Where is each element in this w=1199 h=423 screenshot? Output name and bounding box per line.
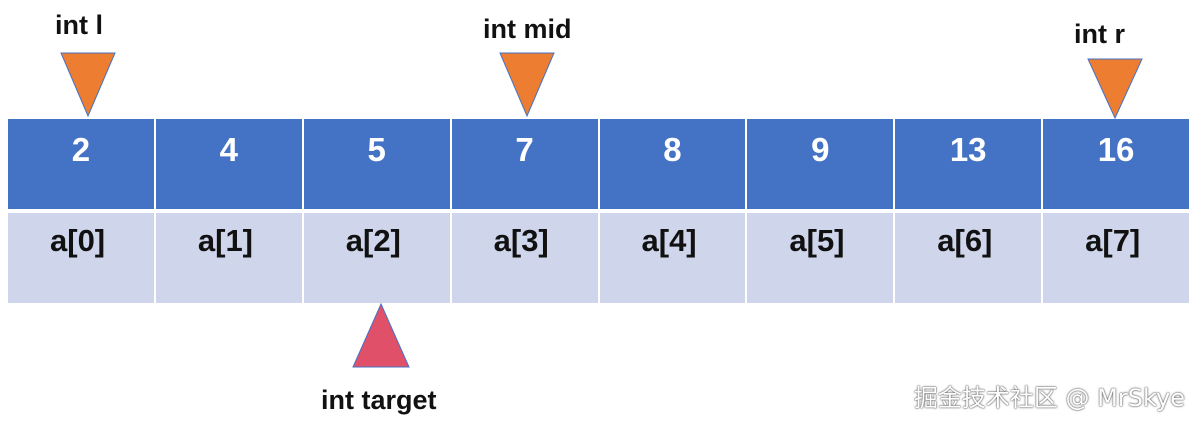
index-cell: a[6] <box>893 213 1042 303</box>
value-cell: 13 <box>893 119 1042 209</box>
target-label: int target <box>321 385 437 415</box>
value-row: 2 4 5 7 8 9 13 16 <box>8 119 1189 209</box>
value-cell: 9 <box>745 119 894 209</box>
value-cell: 16 <box>1041 119 1189 209</box>
value-cell: 7 <box>449 119 598 209</box>
array: 2 4 5 7 8 9 13 16 a[0] a[1] a[2] a[3] a[… <box>8 119 1189 303</box>
pointer-mid-label: int mid <box>483 14 572 44</box>
pointer-mid-arrow-icon <box>499 52 555 118</box>
index-cell: a[1] <box>153 213 302 303</box>
index-row: a[0] a[1] a[2] a[3] a[4] a[5] a[6] a[7] <box>8 213 1189 303</box>
value-cell: 4 <box>153 119 302 209</box>
value-cell: 2 <box>8 119 154 209</box>
target-arrow-icon <box>352 303 410 368</box>
index-cell: a[3] <box>449 213 598 303</box>
index-cell: a[0] <box>8 213 154 303</box>
pointer-r-label: int r <box>1074 19 1125 49</box>
index-cell: a[7] <box>1041 213 1189 303</box>
value-cell: 5 <box>301 119 450 209</box>
index-cell: a[2] <box>301 213 450 303</box>
index-cell: a[5] <box>745 213 894 303</box>
pointer-r-arrow-icon <box>1087 58 1143 120</box>
index-cell: a[4] <box>597 213 746 303</box>
pointer-l-arrow-icon <box>60 52 116 118</box>
value-cell: 8 <box>597 119 746 209</box>
pointer-l-label: int l <box>55 10 103 40</box>
watermark: 掘金技术社区 @ MrSkye <box>913 384 1185 412</box>
